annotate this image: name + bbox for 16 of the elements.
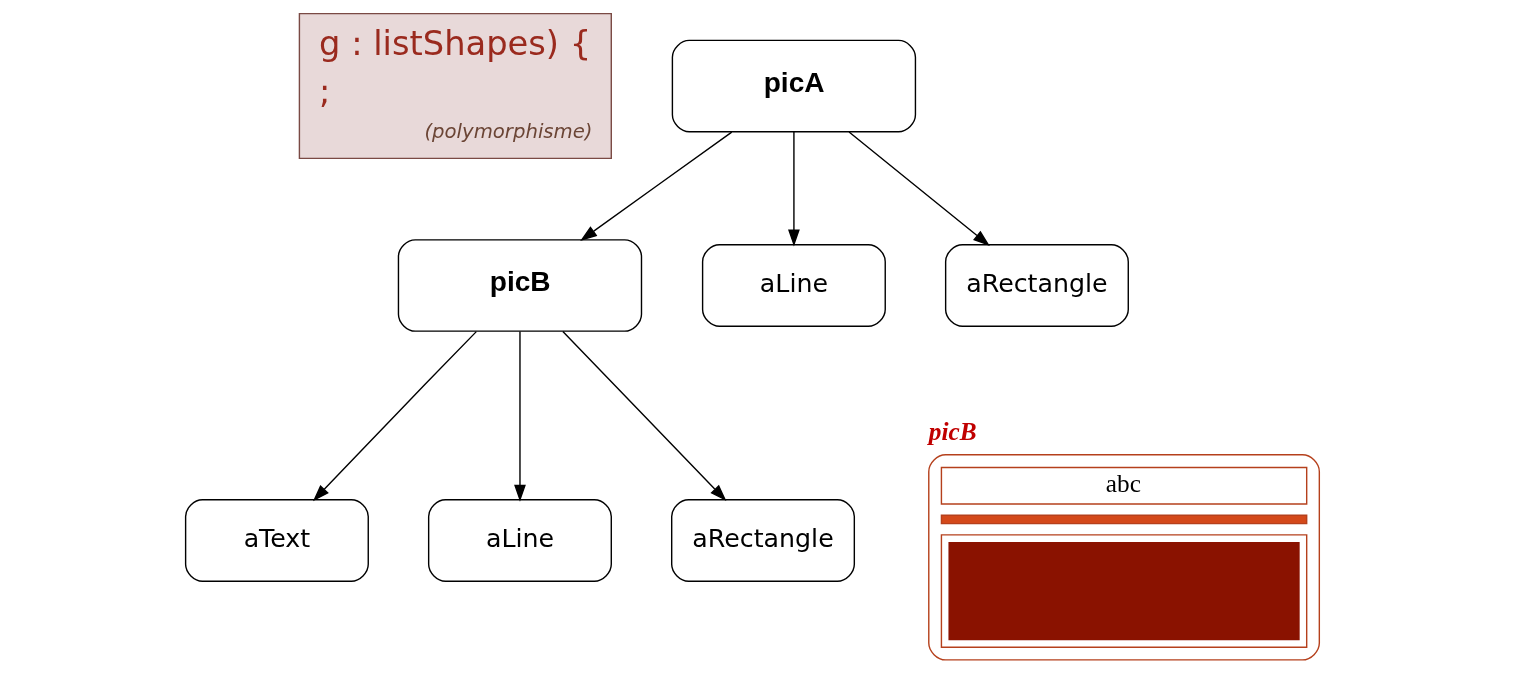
node-box: aLine	[701, 244, 886, 327]
node-box: g : listShapes) { ; (polymorphisme)	[298, 12, 612, 160]
arrow	[580, 131, 733, 241]
arrow	[562, 330, 727, 502]
node-box: picA	[671, 39, 917, 133]
node-box: aText	[184, 499, 369, 582]
node-box: abc	[928, 454, 1321, 661]
arrow	[848, 131, 990, 246]
node-box: aRectangle	[671, 499, 856, 582]
node-label: picB	[928, 416, 977, 445]
node-box: aRectangle	[944, 244, 1129, 327]
arrow	[788, 131, 800, 247]
arrow	[514, 330, 526, 502]
node-box: aLine	[427, 499, 612, 582]
node-box: picB	[397, 239, 643, 332]
arrow	[312, 330, 477, 502]
